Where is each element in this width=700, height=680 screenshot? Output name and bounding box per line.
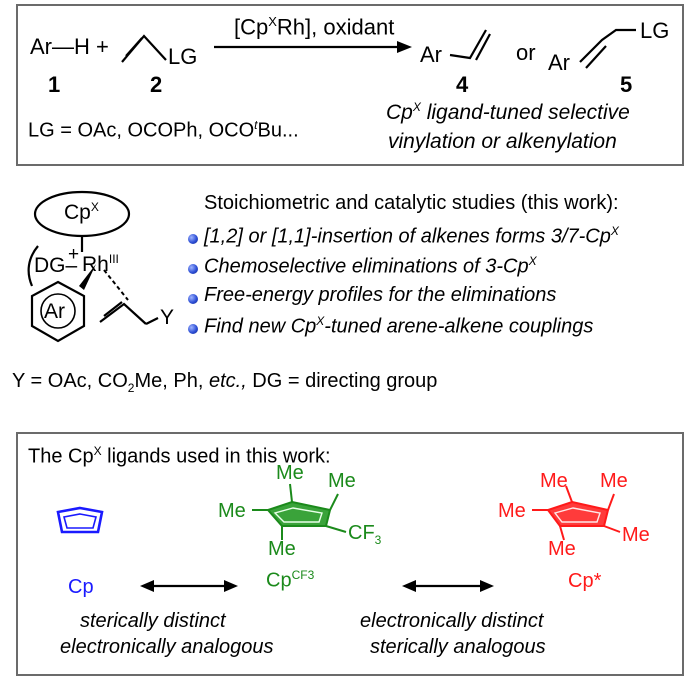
cpcf3-ring bbox=[266, 500, 332, 527]
study-item-4: Find new CpX-tuned arene-alkene coupling… bbox=[204, 314, 594, 338]
cpstar-me-bottom: Me bbox=[548, 538, 576, 560]
left-compare-line-1: sterically distinct bbox=[80, 610, 226, 632]
cpstar-me-top-left: Me bbox=[540, 470, 568, 492]
cpcf3-me-bottom: Me bbox=[268, 538, 296, 560]
bullet-2 bbox=[188, 264, 198, 274]
product-4-ar: Ar bbox=[420, 42, 442, 67]
cpstar-ring bbox=[546, 500, 610, 527]
ligand-heading: The CpX ligands used in this work: bbox=[28, 444, 331, 468]
arene-ring bbox=[30, 280, 86, 343]
plus-sign: + bbox=[96, 34, 109, 59]
cp-name: Cp bbox=[68, 576, 94, 598]
cpstar-me-left: Me bbox=[498, 500, 526, 522]
right-compare-line-1: electronically distinct bbox=[360, 610, 544, 632]
bullet-4 bbox=[188, 324, 198, 334]
cpstar-name: Cp* bbox=[568, 570, 602, 592]
study-item-3: Free-energy profiles for the elimination… bbox=[204, 284, 557, 306]
cpstar-me-top-right: Me bbox=[600, 470, 628, 492]
cationic-plus: + bbox=[68, 244, 80, 265]
study-item-2: Chemoselective eliminations of 3-CpX bbox=[204, 254, 537, 278]
ligand-tuned-line-2: vinylation or alkenylation bbox=[388, 130, 617, 153]
product-5-bonds bbox=[579, 28, 636, 63]
y-substituent: Y bbox=[160, 306, 175, 329]
cpcf3-me-top-left: Me bbox=[276, 462, 304, 484]
product-4-bonds bbox=[449, 29, 487, 60]
rh-label: RhIII bbox=[82, 252, 119, 276]
cpcf3-name: CpCF3 bbox=[266, 568, 315, 592]
or-label: or bbox=[516, 40, 536, 65]
ligand-tuned-line-1: CpX ligand-tuned selective bbox=[386, 100, 630, 124]
compound-2-label: 2 bbox=[150, 72, 163, 97]
left-compare-line-2: electronically analogous bbox=[60, 636, 274, 658]
study-item-1: [1,2] or [1,1]-insertion of alkenes form… bbox=[204, 224, 619, 248]
ligand-box bbox=[16, 432, 684, 676]
right-compare-line-2: sterically analogous bbox=[370, 636, 546, 658]
product-5-ar: Ar bbox=[548, 50, 570, 75]
bullet-1 bbox=[188, 234, 198, 244]
cpcf3-cf3: CF3 bbox=[348, 522, 382, 547]
bullet-3 bbox=[188, 294, 198, 304]
arene-ar-h: Ar—H bbox=[30, 34, 90, 59]
arene-ar-label: Ar bbox=[44, 300, 65, 323]
vinyl-lg-bonds bbox=[121, 34, 167, 63]
catalyst-label: [CpXRh], oxidant bbox=[234, 14, 395, 40]
cp-ring bbox=[56, 506, 104, 534]
vinyl-lg-label: LG bbox=[168, 44, 198, 69]
cpx-label: CpX bbox=[64, 200, 99, 224]
studies-heading: Stoichiometric and catalytic studies (th… bbox=[204, 192, 619, 214]
reaction-scheme-box bbox=[16, 4, 684, 166]
compound-5-label: 5 bbox=[620, 72, 633, 97]
cpcf3-me-left: Me bbox=[218, 500, 246, 522]
cpcf3-me-top-right: Me bbox=[328, 470, 356, 492]
compound-4-label: 4 bbox=[456, 72, 469, 97]
dg-label: DG– bbox=[34, 254, 78, 277]
product-5-lg: LG bbox=[640, 18, 670, 43]
cpstar-me-right: Me bbox=[622, 524, 650, 546]
compound-1-label: 1 bbox=[48, 72, 61, 97]
y-definition: Y = OAc, CO2Me, Ph, etc., DG = directing… bbox=[12, 370, 438, 395]
lg-definition: LG = OAc, OCOPh, OCOtBu... bbox=[28, 118, 299, 142]
